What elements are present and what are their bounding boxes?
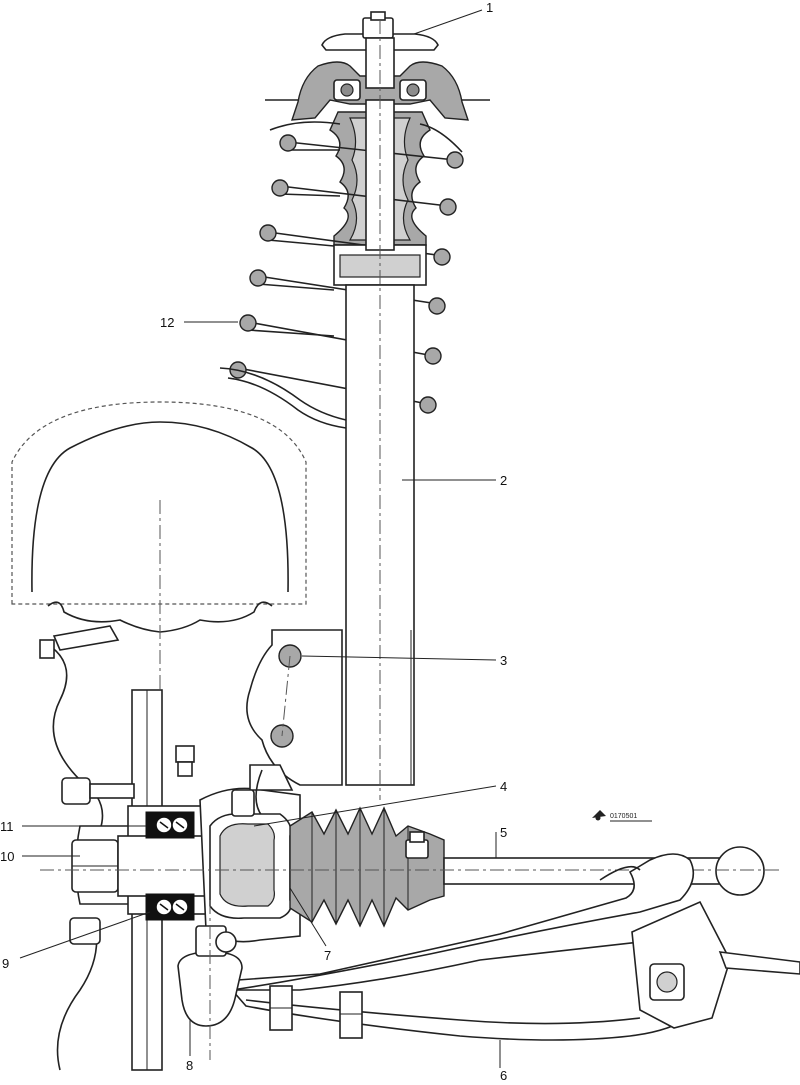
callout-12: 12 (160, 315, 174, 330)
callout-8: 8 (186, 1058, 193, 1073)
figure-code-text: 0170501 (610, 813, 637, 820)
callout-4: 4 (500, 779, 507, 794)
figure-code: 0170501 (592, 810, 652, 822)
cv-boot (289, 806, 445, 928)
callout-10: 10 (0, 849, 14, 864)
cv-joint (209, 789, 292, 920)
callout-6: 6 (500, 1068, 507, 1083)
knuckle-bracket (246, 629, 343, 786)
callout-7: 7 (324, 948, 331, 963)
callout-2: 2 (500, 473, 507, 488)
wheel-bearing (117, 805, 215, 921)
callout-9: 9 (2, 956, 9, 971)
callout-11: 11 (0, 819, 14, 834)
strut-body (333, 20, 427, 800)
callout-numbers: 1 2 3 4 5 6 7 8 9 10 11 12 (0, 0, 507, 1083)
callout-3: 3 (500, 653, 507, 668)
wheel-studs (61, 745, 195, 945)
callout-leaders (19, 9, 501, 1068)
callout-5: 5 (500, 825, 507, 840)
lower-control-arm (230, 853, 800, 1041)
callout-1: 1 (486, 0, 493, 15)
ball-joint (177, 900, 243, 1060)
